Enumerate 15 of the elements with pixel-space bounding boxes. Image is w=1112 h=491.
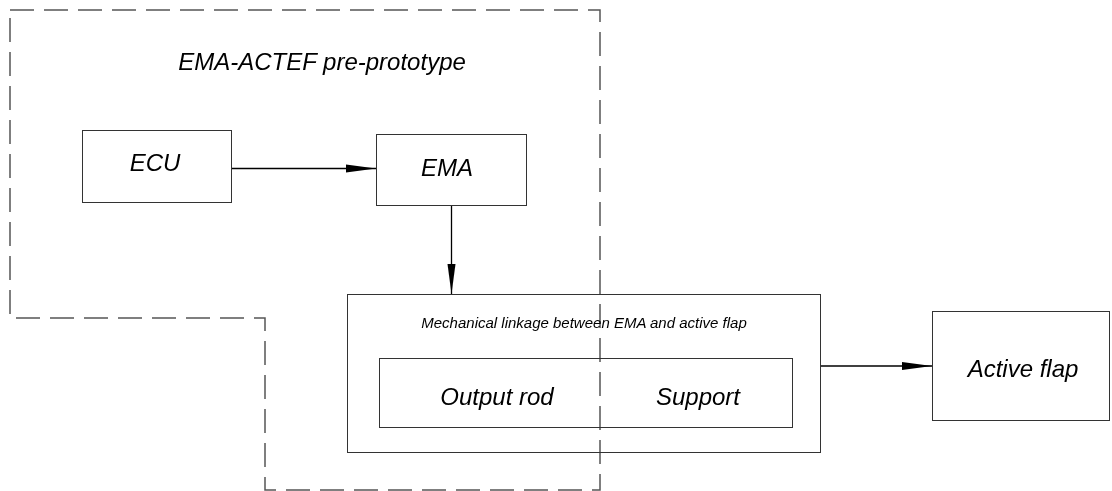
linkage-box	[347, 294, 821, 453]
group-title: EMA-ACTEF pre-prototype	[178, 48, 466, 76]
arrow	[231, 164, 377, 173]
component-label: Output rod	[440, 383, 554, 411]
process-box	[932, 311, 1110, 421]
component-label: Support	[655, 383, 741, 411]
process-box	[82, 130, 232, 203]
node-label: ECU	[129, 149, 181, 177]
node-label: Active flap	[967, 355, 1079, 383]
box-heading: Mechanical linkage between EMA and active flap	[421, 313, 747, 331]
node-label: EMA	[421, 154, 473, 182]
arrow	[447, 205, 456, 295]
arrow	[820, 362, 933, 370]
process-box	[376, 134, 527, 206]
component-box	[379, 358, 793, 428]
